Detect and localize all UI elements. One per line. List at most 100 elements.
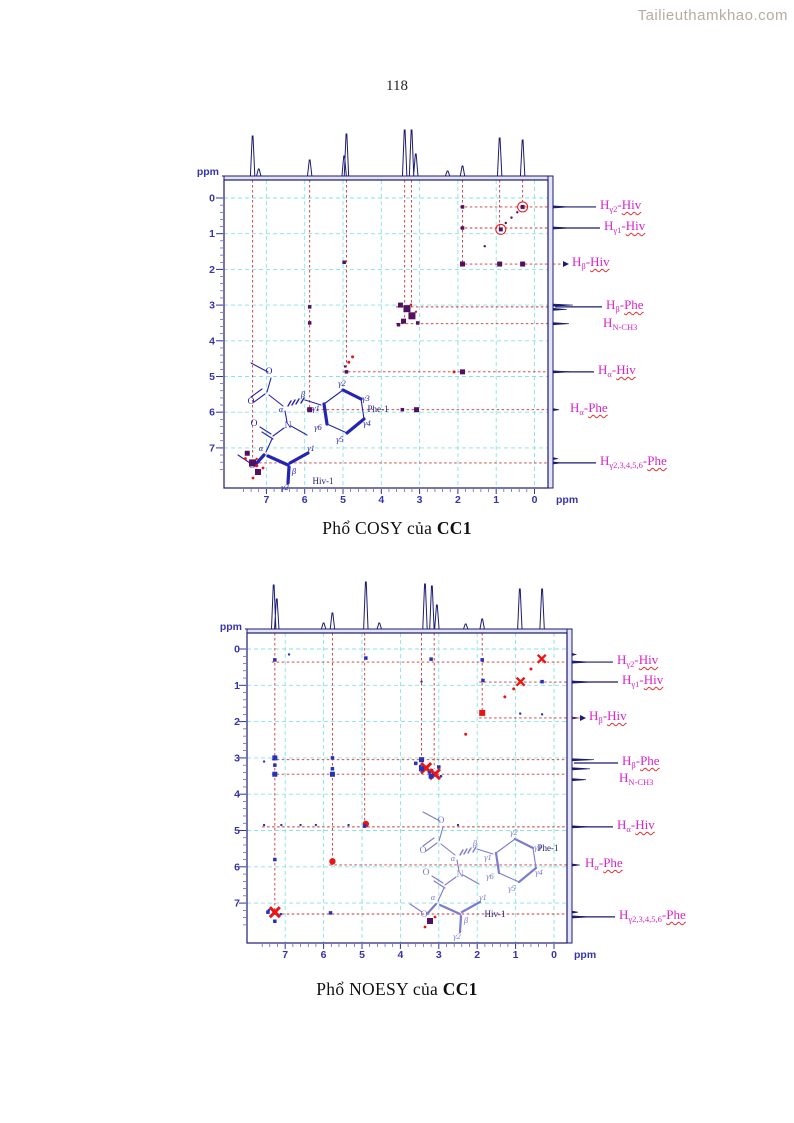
axis-tick-label: 6 [321, 949, 327, 961]
axis-tick-label: 6 [209, 407, 215, 419]
axis-tick-label: 6 [302, 494, 308, 506]
structure-label: γ2 [453, 931, 461, 941]
axis-tick-label: 5 [359, 949, 365, 961]
structure-label: γ4 [363, 418, 371, 428]
peak-label-α: Hα-Phe [570, 400, 608, 418]
axis-tick-label: ppm [197, 166, 219, 178]
structure-label: γ1 [312, 403, 320, 413]
peak-label-α: Hα-Phe [585, 854, 623, 872]
structure-label: γ3 [362, 393, 370, 403]
structure-label: O [421, 910, 428, 920]
structure-label: β [300, 389, 306, 399]
peak-label-γ23456: Hγ2,3,4,5,6-Phe [600, 452, 667, 470]
axis-tick-label: 3 [209, 300, 215, 312]
structure-label: O [266, 367, 273, 377]
axis-tick-label: ppm [220, 621, 242, 633]
peak-label-α: Hα-Hiv [598, 361, 636, 379]
structure-label: α [451, 853, 456, 863]
structure-label: β [463, 915, 469, 925]
axis-tick-label: 2 [209, 264, 215, 276]
axis-tick-label: ppm [574, 949, 596, 961]
label-leaders [572, 661, 618, 918]
axis-tick-label: 2 [234, 716, 240, 728]
axis-tick-label: ppm [556, 494, 578, 506]
structure-label: γ1 [479, 892, 487, 902]
axis-tick-label: 7 [209, 442, 215, 454]
axis-tick-label: 7 [234, 898, 240, 910]
axis-tick-label: 6 [234, 861, 240, 873]
noesy-caption-text: Phổ NOESY của [316, 979, 443, 999]
top-trace [222, 129, 553, 177]
structure-label: α [279, 404, 284, 414]
structure-label: β [291, 466, 297, 476]
peak-label-γ1: Hγ1-Hiv [622, 672, 664, 690]
structure-label: N [285, 421, 292, 431]
structure-label: γ6 [314, 422, 322, 432]
plot-border [223, 175, 554, 489]
peak-label-β: Hβ-Phe [622, 752, 660, 770]
cross-peaks [243, 201, 529, 468]
structure-label: O [251, 419, 258, 429]
guide-lines [249, 180, 553, 464]
structure-marker [427, 918, 433, 924]
structure-label: γ5 [336, 434, 344, 444]
peak-label-β: Hβ-Hiv [589, 707, 627, 725]
cosy-caption: Phổ COSY của CC1 [0, 518, 794, 539]
peak-label-γ2: Hγ2-Hiv [600, 196, 642, 214]
cosy-caption-text: Phổ COSY của [322, 518, 437, 538]
axis-tick-label: 0 [209, 193, 215, 205]
axis-tick-label: 7 [263, 494, 269, 506]
peak-label-β: Hβ-Hiv [572, 254, 610, 272]
right-projection [571, 652, 595, 919]
guide-lines [262, 633, 572, 915]
peak-label-NCH3: HN-CH3 [619, 769, 654, 787]
noesy-caption-compound: CC1 [442, 979, 478, 999]
axis-tick-label: 4 [397, 949, 403, 961]
structure-label: Phe-1 [538, 843, 559, 853]
grid-lines [247, 633, 567, 943]
axis-tick-label: 2 [455, 494, 461, 506]
structure-marker [255, 469, 261, 475]
structure-label: γ1 [484, 852, 492, 862]
axis-tick-label: 1 [513, 949, 519, 961]
spectrum-cosy: OONOOαβγ1γ2γ3γ4γ5γ6αβγ1γ2Phe-1Hiv-176543… [197, 129, 602, 506]
axis-tick-label: 4 [378, 494, 384, 506]
axis-tick-label: 1 [209, 228, 215, 240]
structure-label: γ2 [338, 378, 346, 388]
structure-label: γ6 [486, 871, 494, 881]
axis-tick-label: 1 [493, 494, 499, 506]
watermark: Tailieuthamkhao.com [637, 7, 788, 24]
axis-tick-label: 3 [234, 752, 240, 764]
top-trace [245, 581, 572, 630]
structure-label: γ2 [281, 482, 289, 492]
structure-label: γ1 [307, 443, 315, 453]
axis-tick-label: 7 [282, 949, 288, 961]
peak-label-γ1: Hγ1-Hiv [604, 217, 646, 235]
cosy-caption-compound: CC1 [436, 518, 472, 538]
grid-lines [224, 180, 548, 488]
axis-tick-label: 3 [417, 494, 423, 506]
label-leaders [553, 206, 602, 464]
axis-tick-label: 3 [436, 949, 442, 961]
noesy-caption: Phổ NOESY của CC1 [0, 979, 794, 1000]
structure-label: β [472, 838, 478, 848]
structure-label: O [438, 816, 445, 826]
peak-label-NCH3: HN-CH3 [603, 314, 638, 332]
structure-label: γ4 [535, 867, 543, 877]
structure-label: Phe-1 [368, 404, 389, 414]
structure-label: O [420, 846, 427, 856]
axis-tick-label: 5 [234, 825, 240, 837]
structure-label: O [423, 868, 430, 878]
structure-label: Hiv-1 [313, 476, 334, 486]
cross-peaks [262, 653, 547, 923]
page-number: 118 [386, 78, 408, 94]
axis-tick-label: 4 [234, 789, 240, 801]
axis-tick-label: 2 [474, 949, 480, 961]
right-projection [552, 205, 574, 465]
peak-label-γ23456: Hγ2,3,4,5,6-Phe [619, 906, 686, 924]
